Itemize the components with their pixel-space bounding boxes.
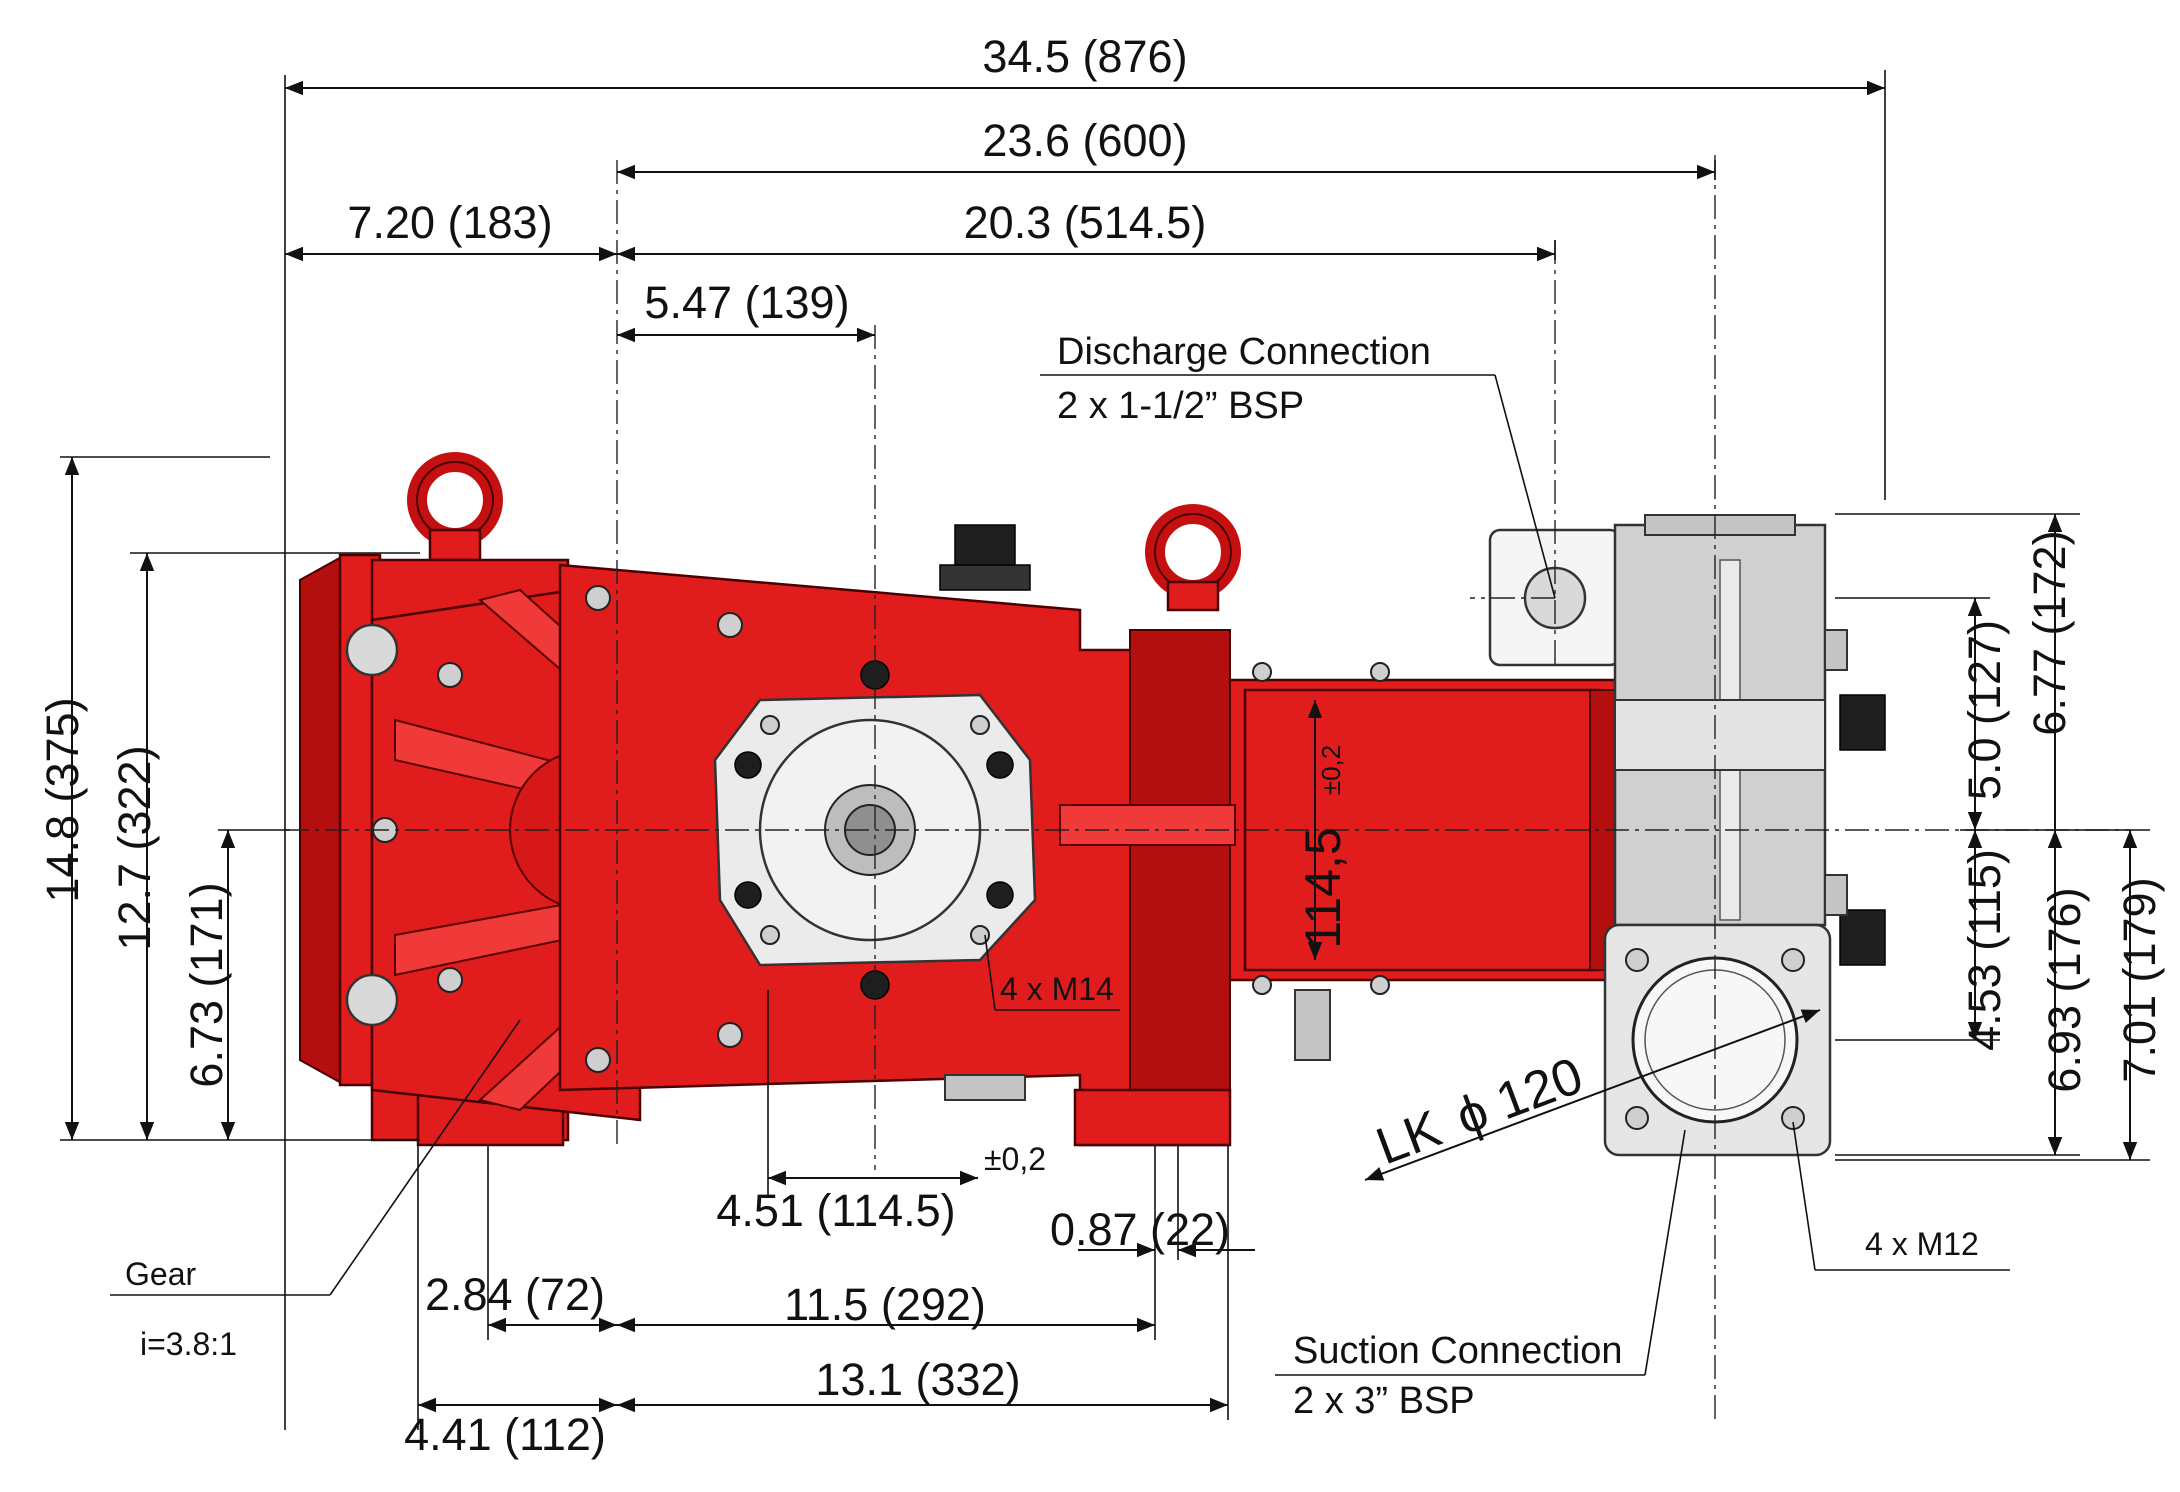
bottom-plug <box>944 1074 1026 1101</box>
gear-title: Gear <box>125 1256 196 1292</box>
bolt-m12: 4 x M12 <box>1865 1226 1979 1262</box>
suction-title: Suction Connection <box>1293 1330 1623 1372</box>
lifting-eye-right <box>1145 504 1241 612</box>
pump-assembly <box>299 452 1886 1157</box>
dim-514: 20.3 (514.5) <box>964 197 1207 248</box>
centerlines <box>285 155 2130 1420</box>
drain-plug <box>1294 989 1331 1061</box>
dim-overall-length: 34.5 (876) <box>982 31 1187 82</box>
discharge-spec: 2 x 1-1/2” BSP <box>1057 385 1304 427</box>
dimension-texts: 34.5 (876) 23.6 (600) 20.3 (514.5) 7.20 … <box>37 31 2165 1460</box>
dim-right-115: 4.53 (115) <box>1959 849 2010 1051</box>
dim-332: 13.1 (332) <box>815 1354 1020 1405</box>
lifting-eye-left <box>407 452 503 562</box>
dim-600: 23.6 (600) <box>982 115 1187 166</box>
dim-112: 4.41 (112) <box>404 1409 606 1460</box>
extension-lines <box>60 70 2150 1430</box>
dim-right-172: 6.77 (172) <box>2024 530 2075 735</box>
dim-right-179: 7.01 (179) <box>2114 877 2165 1082</box>
lk-value: 120 <box>1489 1047 1591 1132</box>
annotation-labels: Discharge Connection 2 x 1-1/2” BSP Suct… <box>125 331 1979 1422</box>
dim-height-375: 14.8 (375) <box>37 697 88 902</box>
dim-22: 0.87 (22) <box>1050 1204 1230 1255</box>
dim-height-171: 6.73 (171) <box>181 882 232 1087</box>
dim-flange: 114,5 <box>1295 827 1351 948</box>
dim-right-176: 6.93 (176) <box>2039 887 2090 1092</box>
dim-right-127: 5.0 (127) <box>1959 620 2010 800</box>
dim-flange-tolerance: ±0,2 <box>1316 745 1346 795</box>
lk-prefix: LK <box>1369 1100 1449 1177</box>
dim-height-322: 12.7 (322) <box>109 745 160 950</box>
dim-bolt-circle: LK ϕ 120 <box>1369 1047 1590 1177</box>
drive-flange <box>713 693 1037 967</box>
dim-114-5: 4.51 (114.5) <box>716 1185 955 1236</box>
dim-139: 5.47 (139) <box>644 277 849 328</box>
gear-ratio: i=3.8:1 <box>140 1326 237 1362</box>
leader-lines <box>110 374 2010 1376</box>
lk-symbol: ϕ <box>1449 1082 1497 1147</box>
discharge-title: Discharge Connection <box>1057 331 1431 373</box>
bolt-m14: 4 x M14 <box>1000 971 1114 1007</box>
suction-spec: 2 x 3” BSP <box>1293 1380 1475 1422</box>
breather-cap <box>939 524 1031 591</box>
dim-72: 2.84 (72) <box>425 1269 605 1320</box>
dim-292: 11.5 (292) <box>784 1279 986 1330</box>
dim-tolerance-1: ±0,2 <box>984 1141 1046 1177</box>
dim-183: 7.20 (183) <box>347 197 552 248</box>
dimension-lines <box>64 80 2138 1413</box>
